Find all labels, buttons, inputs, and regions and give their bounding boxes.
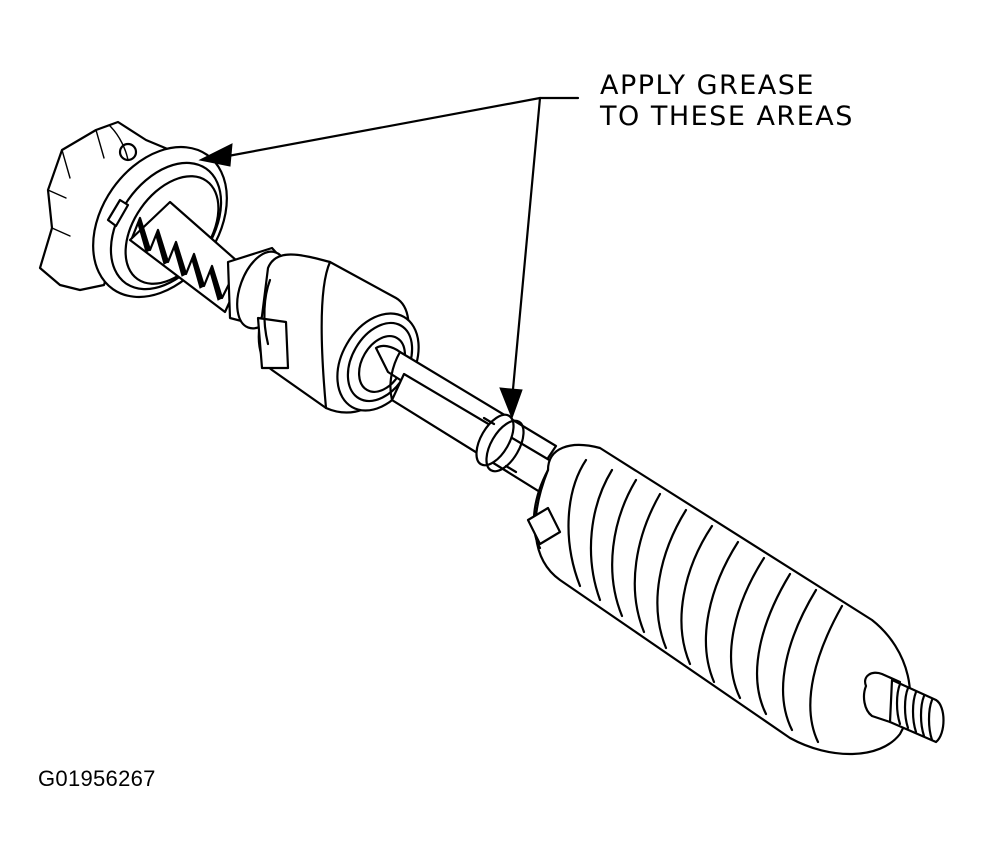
- callout-line-1: APPLY GREASE: [600, 70, 815, 101]
- tie-rod-shaft: [374, 344, 560, 494]
- grease-callout-label: APPLY GREASE TO THESE AREAS: [600, 70, 854, 132]
- rack-teeth: [128, 200, 247, 314]
- figure-id-label: G01956267: [38, 766, 156, 791]
- threaded-stud: [862, 671, 945, 744]
- arrow-to-seal-ring: [198, 143, 233, 167]
- callout-leader-lines: [198, 96, 580, 420]
- shaft-groove-ring: [475, 413, 525, 474]
- arrow-to-shaft-groove: [499, 387, 523, 420]
- bellows-boot: [526, 443, 912, 756]
- callout-line-2: TO THESE AREAS: [600, 101, 854, 132]
